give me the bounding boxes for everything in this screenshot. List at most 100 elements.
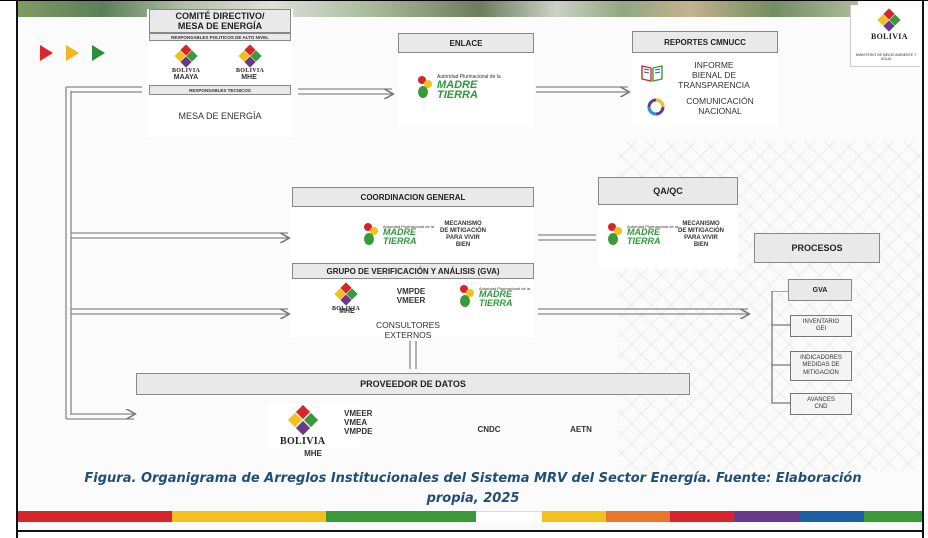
maaya-label: MAAYA bbox=[173, 74, 199, 81]
avances-line2: CND bbox=[814, 404, 828, 410]
madre-tierra-logo-qaqc: Autoridad Plurinacional de la MADRE TIER… bbox=[606, 223, 678, 247]
proveedor-logo-panel bbox=[268, 403, 360, 449]
madre-text: MADRE bbox=[627, 227, 660, 238]
procesos-item-inventario: INVENTARIO GEI bbox=[790, 315, 852, 337]
frame-left-line bbox=[16, 0, 18, 538]
indicadores-line3: MITIGACION bbox=[803, 369, 839, 376]
tierra-text: TIERRA bbox=[479, 297, 513, 308]
mecanismo-line1: MECANISMO bbox=[444, 221, 482, 227]
mesa-energia-text: MESA DE ENERGÍA bbox=[178, 111, 262, 121]
consultores-line2: EXTERNOS bbox=[384, 329, 432, 340]
mecanismo-line3: PARA VIVIR bbox=[446, 234, 480, 241]
madre-tierra-top-text: Autoridad Plurinacional de la bbox=[383, 223, 434, 229]
comite-title-line1: COMITÉ DIRECTIVO/ bbox=[175, 10, 265, 21]
coordinacion-panel bbox=[290, 185, 534, 337]
madre-text: MADRE bbox=[479, 289, 512, 300]
procesos-connector bbox=[771, 291, 790, 404]
mecanismo-line3: PARA VIVIR bbox=[684, 234, 718, 241]
madre-tierra-icon bbox=[606, 223, 624, 247]
bar-segment-yellow bbox=[172, 511, 326, 522]
madre-tierra-logo-coordinacion: Autoridad Plurinacional de la MADRE TIER… bbox=[362, 223, 434, 247]
mhe-label-comite: MHE bbox=[241, 74, 257, 81]
bar-segment-yellow-2 bbox=[542, 511, 606, 522]
caption-line2: propia, 2025 bbox=[426, 490, 520, 506]
qaqc-title-box: QA/QC bbox=[598, 177, 738, 205]
madre-tierra-icon bbox=[362, 223, 380, 247]
proveedor-entities: VMEER VMEA VMPDE bbox=[344, 409, 394, 437]
procesos-title-box: PROCESOS bbox=[754, 233, 880, 263]
mecanismo-line4: BIEN bbox=[455, 241, 471, 248]
indicadores-line2: MEDIDAS DE bbox=[802, 362, 840, 369]
madre-tierra-top-text: Autoridad Plurinacional de la bbox=[479, 285, 530, 291]
proveedor-entity-vmeer: VMEER bbox=[344, 409, 373, 418]
responsables-tecnicos-bar: RESPONSABLES TECNICOS bbox=[149, 85, 291, 95]
madre-tierra-logo-enlace: Autoridad Plurinacional de la MADRE TIER… bbox=[416, 75, 501, 101]
gva-entity-vmpde: VMPDE bbox=[396, 287, 426, 296]
bar-segment-red-2 bbox=[670, 511, 734, 522]
enlace-title-box: ENLACE bbox=[398, 33, 534, 53]
bar-segment-green-2 bbox=[864, 511, 922, 522]
cndc-text: CNDC bbox=[477, 425, 501, 434]
informe-line1: INFORME bbox=[694, 60, 734, 70]
bolivia-logo-gva: BOLIVIA bbox=[332, 282, 361, 312]
inventario-line1: INVENTARIO bbox=[802, 318, 840, 325]
madre-tierra-icon bbox=[458, 285, 476, 309]
comunicacion-line2: NACIONAL bbox=[698, 105, 742, 116]
gva-entities: VMPDE VMEER bbox=[386, 287, 436, 305]
bolivia-text: BOLIVIA bbox=[332, 306, 361, 312]
mecanismo-coordinacion-text: MECANISMO DE MITIGACIÓN PARA VIVIR BIEN bbox=[428, 221, 498, 249]
ministry-logo-panel: BOLIVIA MINISTERIO DE MEDIO AMBIENTE Y A… bbox=[850, 5, 920, 67]
book-icon bbox=[640, 63, 664, 83]
mecanismo-line2: DE MITIGACIÓN bbox=[440, 227, 486, 234]
gva-entity-vmeer: VMEER bbox=[396, 296, 426, 306]
mecanismo-qaqc-text: MECANISMO DE MITIGACIÓN PARA VIVIR BIEN bbox=[666, 221, 736, 249]
gva-title-box: GRUPO DE VERIFICACIÓN Y ANÁLISIS (GVA) bbox=[292, 263, 534, 279]
coordinacion-title-box: COORDINACION GENERAL bbox=[292, 187, 534, 207]
mecanismo-line2: DE MITIGACIÓN bbox=[678, 227, 724, 234]
bolivia-text: BOLIVIA bbox=[236, 68, 265, 74]
mhe-label-proveedor: MHE bbox=[304, 449, 322, 458]
proveedor-entity-vmea: VMEA bbox=[344, 418, 368, 428]
bar-segment-purple bbox=[734, 511, 800, 522]
informe-line2: BIENAL DE bbox=[691, 69, 737, 80]
red-play-icon bbox=[40, 45, 53, 61]
frame-right-line bbox=[922, 0, 924, 538]
bar-segment-green bbox=[326, 511, 476, 522]
figure-caption: Figura. Organigrama de Arreglos Instituc… bbox=[78, 469, 868, 508]
comunicacion-nacional-text: COMUNICACIÓN NACIONAL bbox=[672, 96, 768, 117]
bolivia-text: BOLIVIA bbox=[871, 32, 908, 41]
frame-top-line bbox=[0, 0, 928, 1]
proveedor-entity-vmpde: VMPDE bbox=[344, 427, 373, 437]
madre-text: MADRE bbox=[383, 227, 416, 238]
inventario-line2: GEI bbox=[815, 326, 827, 332]
frame-bottom-line bbox=[16, 530, 924, 532]
bolivia-logo-proveedor: BOLIVIA bbox=[280, 404, 326, 447]
bolivia-text: BOLIVIA bbox=[280, 436, 326, 447]
bar-segment-white bbox=[476, 511, 542, 522]
madre-tierra-top-text: Autoridad Plurinacional de la bbox=[437, 74, 501, 80]
bolivia-logo-maaya: BOLIVIA bbox=[172, 44, 200, 74]
consultores-externos-text: CONSULTORES EXTERNOS bbox=[358, 320, 458, 341]
madre-tierra-icon bbox=[416, 75, 434, 100]
consultores-line1: CONSULTORES bbox=[376, 320, 440, 330]
diagram-slide: BOLIVIA MINISTERIO DE MEDIO AMBIENTE Y A… bbox=[18, 1, 922, 530]
caption-line1: Figura. Organigrama de Arreglos Instituc… bbox=[84, 471, 862, 486]
mecanismo-line4: BIEN bbox=[693, 241, 709, 248]
procesos-item-avances: AVANCES CND bbox=[790, 393, 852, 415]
comite-title-box: COMITÉ DIRECTIVO/ MESA DE ENERGÍA bbox=[149, 9, 291, 33]
tierra-text: TIERRA bbox=[383, 235, 417, 246]
connector-arrows bbox=[65, 1, 922, 471]
bolivia-logo-mhe: BOLIVIA bbox=[236, 44, 265, 74]
ministry-text: MINISTERIO DE MEDIO AMBIENTE Y AGUA bbox=[855, 53, 917, 62]
green-play-icon bbox=[92, 45, 105, 61]
informe-bienal-text: INFORME BIENAL DE TRANSPARENCIA bbox=[666, 60, 762, 90]
informe-line3: TRANSPARENCIA bbox=[678, 79, 750, 90]
procesos-gva-box: GVA bbox=[788, 279, 852, 301]
avances-line1: AVANCES bbox=[807, 396, 835, 403]
proveedor-title-box: PROVEEDOR DE DATOS bbox=[136, 373, 690, 395]
madre-text: MADRE bbox=[437, 78, 478, 91]
tierra-text: TIERRA bbox=[627, 235, 661, 246]
mecanismo-line1: MECANISMO bbox=[682, 221, 720, 227]
bar-segment-red bbox=[18, 511, 172, 522]
bar-segment-orange bbox=[606, 511, 670, 522]
